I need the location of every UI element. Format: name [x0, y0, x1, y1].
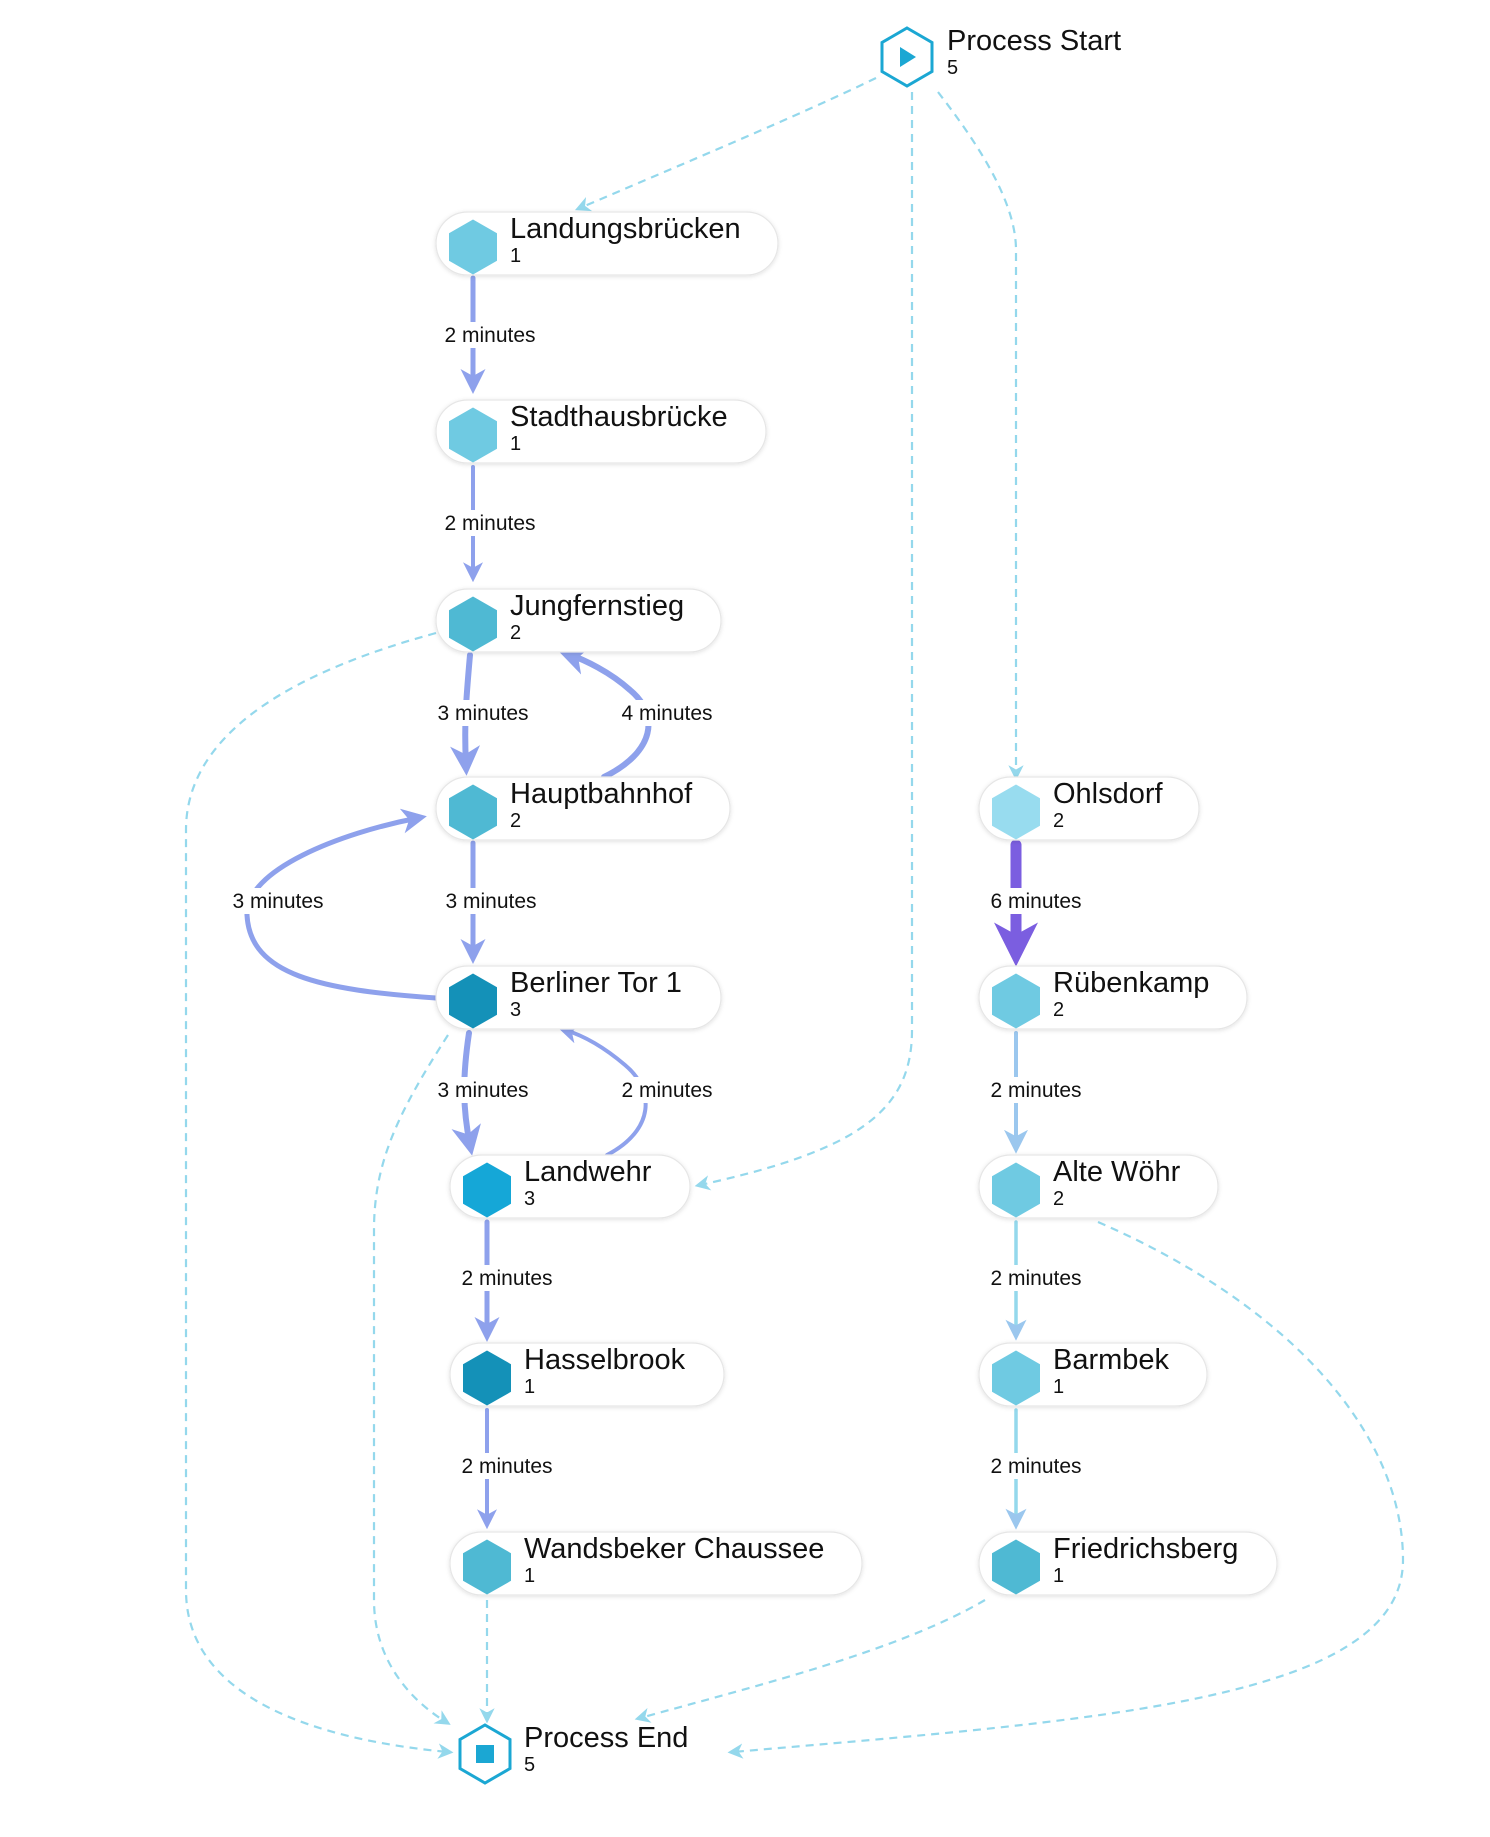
hexagon-icon [992, 973, 1040, 1029]
node-count: 2 [1053, 1188, 1064, 1210]
node-name: Process End [524, 1722, 688, 1754]
node-process-end[interactable]: Process End 5 [458, 1722, 688, 1785]
edge-start-landungsbruecken[interactable] [574, 77, 877, 212]
edge-label: 3 minutes [445, 890, 536, 913]
node-count: 2 [510, 622, 521, 644]
node-count: 1 [1053, 1376, 1064, 1398]
node-name: Friedrichsberg [1053, 1533, 1238, 1565]
edge-label: 2 minutes [990, 1455, 1081, 1478]
edge-label: 2 minutes [444, 512, 535, 535]
node-ruebenkamp[interactable]: Rübenkamp 2 [978, 965, 1248, 1030]
node-name: Landungsbrücken [510, 213, 741, 245]
node-count: 1 [524, 1376, 535, 1398]
edge-berliner-hauptbahnhof[interactable] [244, 808, 439, 1001]
node-count: 1 [510, 245, 521, 267]
node-name: Alte Wöhr [1053, 1156, 1181, 1188]
hexagon-icon [992, 784, 1040, 840]
edge-label: 2 minutes [990, 1267, 1081, 1290]
node-count: 3 [524, 1188, 535, 1210]
node-name: Process Start [947, 25, 1121, 57]
edge-label: 3 minutes [437, 702, 528, 725]
hexagon-icon [449, 784, 497, 840]
node-name: Rübenkamp [1053, 967, 1209, 999]
hexagon-icon [449, 407, 497, 463]
node-name: Landwehr [524, 1156, 652, 1188]
hexagon-icon [992, 1162, 1040, 1218]
node-count: 1 [524, 1565, 535, 1587]
node-hasselbrook[interactable]: Hasselbrook 1 [449, 1342, 725, 1407]
edge-label: 2 minutes [621, 1079, 712, 1102]
stop-square [476, 1745, 494, 1763]
edge-label: 2 minutes [461, 1267, 552, 1290]
node-name: Berliner Tor 1 [510, 967, 682, 999]
hexagon-icon [449, 973, 497, 1029]
dashed-edges [184, 77, 1405, 1759]
edge-altewoehr-end[interactable] [727, 1220, 1405, 1759]
node-process-start[interactable]: Process Start 5 [880, 25, 1121, 88]
node-alte-woehr[interactable]: Alte Wöhr 2 [978, 1154, 1219, 1219]
hexagon-icon [449, 219, 497, 275]
node-count: 5 [947, 57, 958, 79]
node-name: Ohlsdorf [1053, 778, 1164, 810]
hexagon-icon [992, 1539, 1040, 1595]
edge-label: 6 minutes [990, 890, 1081, 913]
node-friedrichsberg[interactable]: Friedrichsberg 1 [978, 1531, 1278, 1596]
edge-landwehr-berliner[interactable] [558, 1024, 648, 1157]
play-triangle [900, 47, 916, 67]
node-jungfernstieg[interactable]: Jungfernstieg 2 [435, 588, 722, 653]
node-name: Wandsbeker Chaussee [524, 1533, 824, 1565]
edge-start-ohlsdorf[interactable] [937, 91, 1024, 781]
edge-label: 4 minutes [621, 702, 712, 725]
edge-labels: 2 minutes 2 minutes 3 minutes 4 minutes … [228, 322, 1086, 1479]
node-name: Hauptbahnhof [510, 778, 693, 810]
node-count: 1 [510, 433, 521, 455]
flow-edges [244, 275, 1038, 1530]
node-landwehr[interactable]: Landwehr 3 [449, 1154, 691, 1219]
node-name: Jungfernstieg [510, 590, 684, 622]
node-count: 3 [510, 999, 521, 1021]
node-count: 2 [1053, 999, 1064, 1021]
edge-label: 2 minutes [990, 1079, 1081, 1102]
edge-jungfernstieg-end[interactable] [184, 631, 454, 1759]
node-name: Hasselbrook [524, 1344, 686, 1376]
edge-friedrichsberg-end[interactable] [634, 1599, 986, 1723]
node-count: 5 [524, 1754, 535, 1776]
hexagon-icon [463, 1350, 511, 1406]
edge-berliner-end[interactable] [372, 1034, 451, 1725]
edge-hauptbahnhof-jungfernstieg[interactable] [557, 646, 652, 780]
hexagon-icon [992, 1350, 1040, 1406]
edge-label: 3 minutes [232, 890, 323, 913]
node-landungsbruecken[interactable]: Landungsbrücken 1 [435, 211, 779, 276]
edge-label: 2 minutes [444, 324, 535, 347]
node-hauptbahnhof[interactable]: Hauptbahnhof 2 [435, 776, 731, 841]
edge-label: 2 minutes [461, 1455, 552, 1478]
hexagon-icon [463, 1539, 511, 1595]
edge-start-landwehr[interactable] [694, 92, 914, 1191]
edge-label: 3 minutes [437, 1079, 528, 1102]
node-count: 2 [1053, 810, 1064, 832]
hexagon-icon [449, 596, 497, 652]
node-barmbek[interactable]: Barmbek 1 [978, 1342, 1208, 1407]
node-ohlsdorf[interactable]: Ohlsdorf 2 [978, 776, 1200, 841]
node-count: 2 [510, 810, 521, 832]
nodes: Process Start 5 Landungsbrücken 1 Stadth… [435, 25, 1278, 1785]
node-name: Barmbek [1053, 1344, 1170, 1376]
node-count: 1 [1053, 1565, 1064, 1587]
node-berliner-tor[interactable]: Berliner Tor 1 3 [435, 965, 722, 1030]
node-stadthausbruecke[interactable]: Stadthausbrücke 1 [435, 399, 767, 464]
node-name: Stadthausbrücke [510, 401, 728, 433]
node-wandsbeker-chaussee[interactable]: Wandsbeker Chaussee 1 [449, 1531, 863, 1596]
hexagon-icon [463, 1162, 511, 1218]
